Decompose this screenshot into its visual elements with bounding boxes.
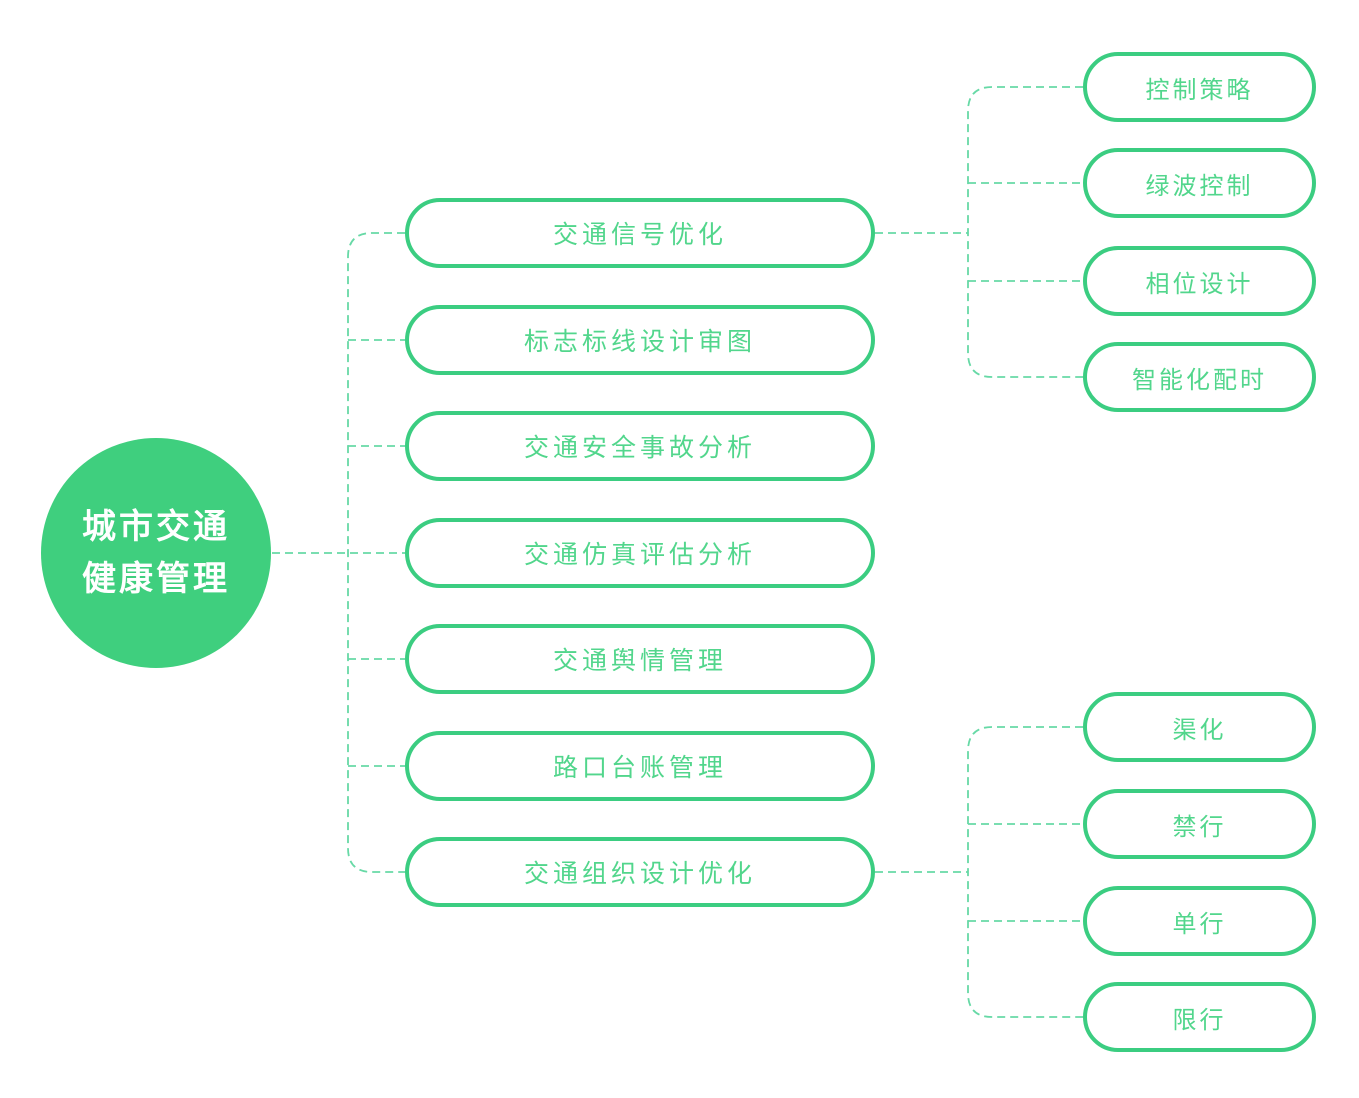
branch-intersection-ledger-management: 路口台账管理 <box>405 731 875 801</box>
connector-right-bus-top <box>967 86 1083 378</box>
leaf-intelligent-timing: 智能化配时 <box>1083 342 1316 412</box>
branch-traffic-organization-design: 交通组织设计优化 <box>405 837 875 907</box>
branch-traffic-simulation-evaluation: 交通仿真评估分析 <box>405 518 875 588</box>
branch-traffic-sentiment-management: 交通舆情管理 <box>405 624 875 694</box>
leaf-channelization: 渠化 <box>1083 692 1316 762</box>
leaf-one-way: 单行 <box>1083 886 1316 956</box>
root-label-line2: 健康管理 <box>82 559 230 599</box>
leaf-no-entry: 禁行 <box>1083 789 1316 859</box>
branch-traffic-accident-analysis: 交通安全事故分析 <box>405 411 875 481</box>
leaf-restricted-traffic: 限行 <box>1083 982 1316 1052</box>
root-node: 城市交通 健康管理 <box>41 438 271 668</box>
root-label-line1: 城市交通 <box>82 507 230 547</box>
branch-traffic-signal-optimization: 交通信号优化 <box>405 198 875 268</box>
leaf-green-wave-control: 绿波控制 <box>1083 148 1316 218</box>
connector-left-bus <box>347 232 405 873</box>
branch-sign-marking-design-review: 标志标线设计审图 <box>405 305 875 375</box>
connector-right-bus-bottom <box>967 726 1083 1018</box>
leaf-control-strategy: 控制策略 <box>1083 52 1316 122</box>
leaf-phase-design: 相位设计 <box>1083 246 1316 316</box>
